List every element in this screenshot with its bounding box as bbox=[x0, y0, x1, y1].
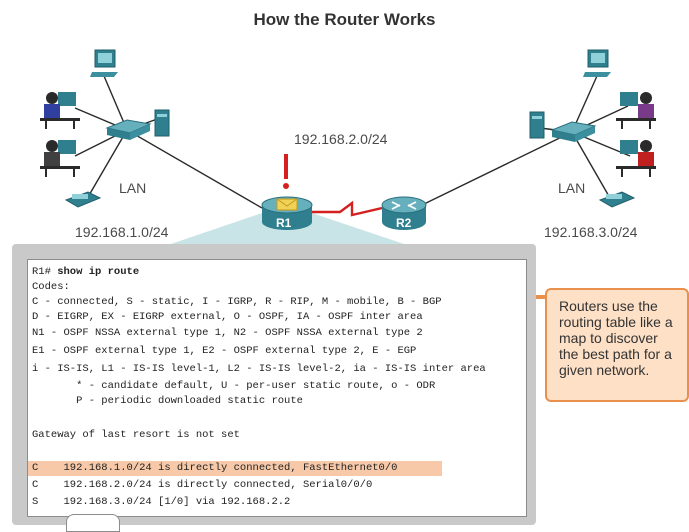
lan-label-left: LAN bbox=[119, 180, 147, 196]
router-r2-label: R2 bbox=[396, 216, 412, 230]
callout-line: map to discover bbox=[559, 330, 658, 346]
left-lan-uplink bbox=[126, 129, 263, 209]
left-workstation-2-icon bbox=[40, 140, 80, 177]
right-pc-icon bbox=[583, 49, 611, 77]
terminal-command-line: R1# show ip route bbox=[32, 265, 139, 280]
callout-line: given network. bbox=[559, 362, 650, 378]
router-r1-label: R1 bbox=[276, 216, 292, 230]
left-workstation-1-icon bbox=[40, 92, 80, 129]
left-pc-icon bbox=[90, 49, 118, 77]
terminal-line: i - IS-IS, L1 - IS-IS level-1, L2 - IS-I… bbox=[32, 363, 486, 375]
right-server-icon bbox=[529, 111, 545, 139]
terminal-route-line: C 192.168.2.0/24 is directly connected, … bbox=[32, 479, 373, 491]
router-r1-icon bbox=[261, 196, 313, 230]
serial-link bbox=[312, 200, 383, 217]
net-label-left: 192.168.1.0/24 bbox=[75, 224, 169, 240]
terminal-line: Gateway of last resort is not set bbox=[32, 429, 240, 441]
terminal-line: N1 - OSPF NSSA external type 1, N2 - OSP… bbox=[32, 327, 423, 339]
terminal-line: C - connected, S - static, I - IGRP, R -… bbox=[32, 296, 442, 308]
terminal-line: E1 - OSPF external type 1, E2 - OSPF ext… bbox=[32, 345, 417, 357]
callout-box: Routers use the routing table like a map… bbox=[545, 288, 689, 402]
terminal-line: Codes: bbox=[32, 281, 70, 293]
router-r2-icon bbox=[381, 196, 427, 230]
highlighted-route-row bbox=[28, 461, 442, 476]
right-switch-icon bbox=[550, 121, 597, 142]
panel-tab[interactable] bbox=[66, 514, 120, 532]
page-title: How the Router Works bbox=[253, 10, 436, 29]
callout-line: the best path for a bbox=[559, 346, 672, 362]
alert-dot-icon bbox=[283, 183, 289, 189]
terminal-route-line: C 192.168.1.0/24 is directly connected, … bbox=[32, 462, 398, 474]
left-server-icon bbox=[154, 109, 170, 137]
right-ip-phone-icon bbox=[598, 191, 636, 208]
left-ip-phone-icon bbox=[64, 191, 102, 208]
lan-label-right: LAN bbox=[558, 180, 586, 196]
net-label-right: 192.168.3.0/24 bbox=[544, 224, 638, 240]
alert-icon bbox=[284, 154, 288, 179]
callout-line: routing table like a bbox=[559, 314, 673, 330]
terminal-line: P - periodic downloaded static route bbox=[32, 395, 303, 407]
terminal-route-line: S 192.168.3.0/24 [1/0] via 192.168.2.2 bbox=[32, 496, 291, 508]
right-phone-cable bbox=[571, 131, 611, 199]
left-phone-cable bbox=[87, 129, 128, 198]
right-workstation-1-icon bbox=[616, 92, 656, 129]
right-workstation-2-icon bbox=[616, 140, 656, 177]
right-lan-uplink bbox=[421, 131, 573, 206]
terminal-prompt: R1# bbox=[32, 266, 51, 278]
terminal-command: show ip route bbox=[50, 266, 140, 278]
callout-line: Routers use the bbox=[559, 298, 658, 314]
terminal-line: * - candidate default, U - per-user stat… bbox=[32, 380, 436, 392]
terminal-line: D - EIGRP, EX - EIGRP external, O - OSPF… bbox=[32, 311, 423, 323]
net-label-center: 192.168.2.0/24 bbox=[294, 131, 388, 147]
left-switch-icon bbox=[105, 119, 152, 140]
